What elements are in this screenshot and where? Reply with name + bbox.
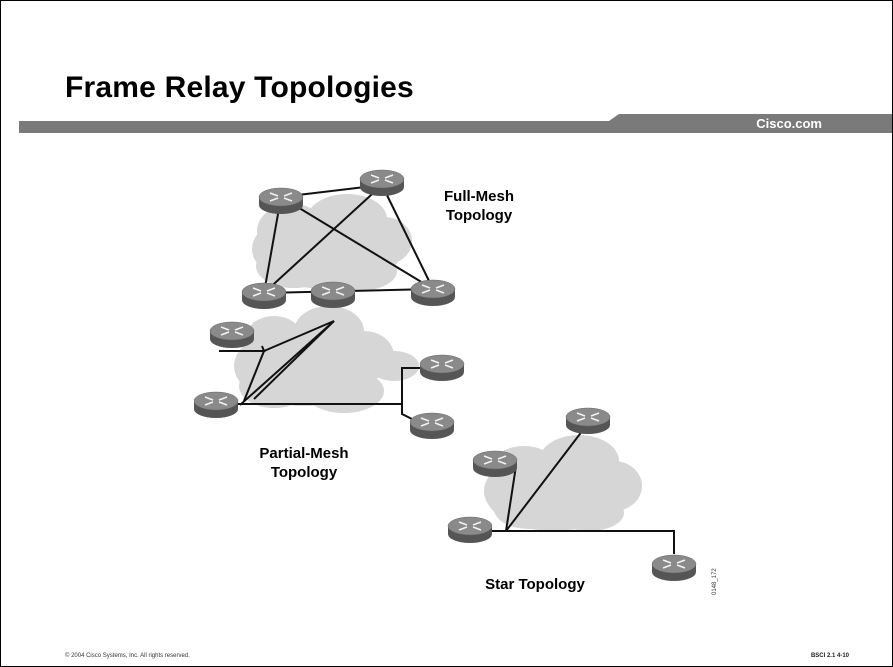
title-bar [19, 114, 892, 133]
full-mesh-label-line1: Full-Mesh [444, 188, 514, 205]
brand-label: Cisco.com [756, 116, 822, 131]
partial-mesh-router-3 [193, 391, 239, 419]
figure-id: 0148_172 [712, 568, 718, 595]
star-router-2 [565, 407, 611, 435]
partial-mesh-router-4 [419, 354, 465, 382]
partial-mesh-cloud [234, 306, 419, 413]
full-mesh-label-line2: Topology [446, 207, 513, 224]
footer-course-page: BSCI 2.1 4-10 [810, 653, 849, 659]
partial-mesh-label-line2: Topology [271, 464, 338, 481]
full-mesh-router-1 [258, 187, 304, 215]
topology-diagram: Full-Mesh Topology [193, 161, 720, 601]
partial-mesh-router-1 [209, 321, 255, 349]
star-router-hub [447, 516, 493, 544]
star-router-1 [472, 450, 518, 478]
footer-copyright: © 2004 Cisco Systems, Inc. All rights re… [65, 653, 190, 659]
star-links [469, 425, 675, 554]
slide-title: Frame Relay Topologies [65, 71, 414, 104]
star-router-3 [651, 554, 697, 582]
full-mesh-router-2 [359, 169, 405, 197]
partial-mesh-router-5 [409, 412, 455, 440]
partial-mesh-router-2 [310, 281, 356, 309]
full-mesh-router-4 [410, 279, 456, 307]
full-mesh-router-3 [241, 282, 287, 310]
partial-mesh-label-line1: Partial-Mesh [259, 445, 348, 462]
star-label: Star Topology [485, 576, 585, 593]
